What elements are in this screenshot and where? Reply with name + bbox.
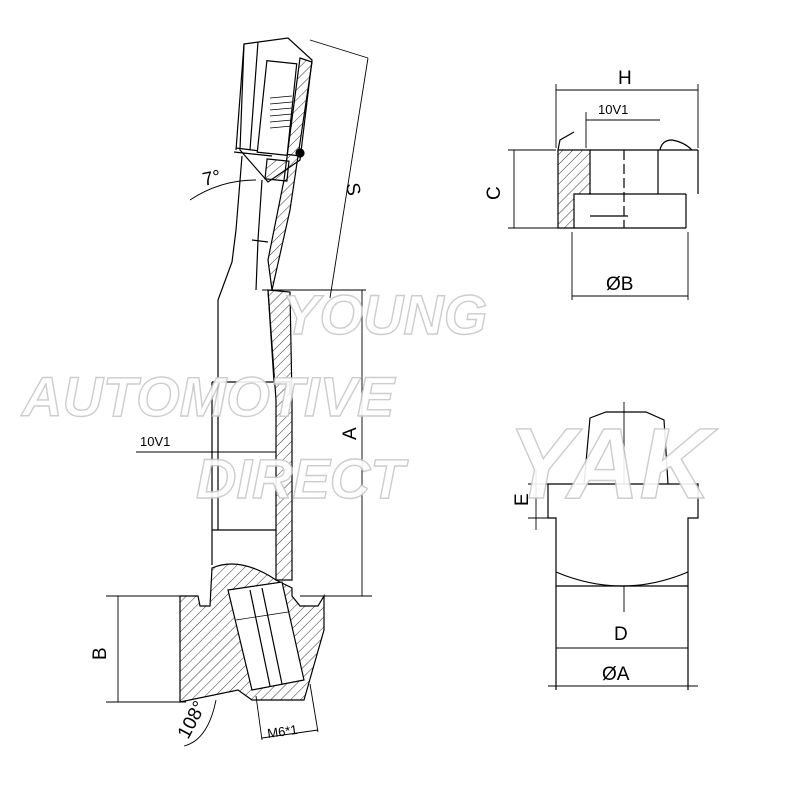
thread-bottom-label: M6*1: [266, 722, 298, 741]
valve-side-view: 7° S 10V1 A B 108° M6*1: [90, 37, 372, 747]
valve-stem: [211, 289, 293, 581]
seal-view: E D ØA: [512, 402, 699, 690]
diam-a-label: ØA: [602, 664, 630, 685]
diam-b-label: ØB: [606, 274, 633, 295]
angle-bottom-label: 108°: [174, 698, 211, 743]
dimension-lines-nut: [508, 84, 699, 300]
width-d-label: D: [614, 624, 628, 645]
angle-top-label: 7°: [201, 167, 223, 191]
length-a-label: A: [340, 427, 361, 440]
width-h-label: H: [618, 68, 632, 89]
watermark: YOUNG AUTOMOTIVE DIRECT YAK: [19, 282, 719, 520]
watermark-logo: YAK: [508, 408, 718, 520]
valve-base: [179, 563, 325, 703]
height-e-label: E: [512, 493, 533, 506]
nut-section-view: H 10V1 C ØB: [484, 68, 699, 300]
watermark-line-2: AUTOMOTIVE: [20, 365, 396, 428]
thread-side-label: 10V1: [140, 434, 170, 449]
dimension-lines-seal: [528, 470, 698, 687]
thread-top-label: 10V1: [598, 102, 628, 117]
watermark-line-1: YOUNG: [282, 283, 487, 346]
height-b-label: B: [90, 647, 111, 660]
watermark-line-3: DIRECT: [196, 447, 409, 510]
length-s-label: S: [341, 181, 364, 197]
height-c-label: C: [484, 186, 505, 200]
dimension-lines-left: [106, 39, 372, 747]
